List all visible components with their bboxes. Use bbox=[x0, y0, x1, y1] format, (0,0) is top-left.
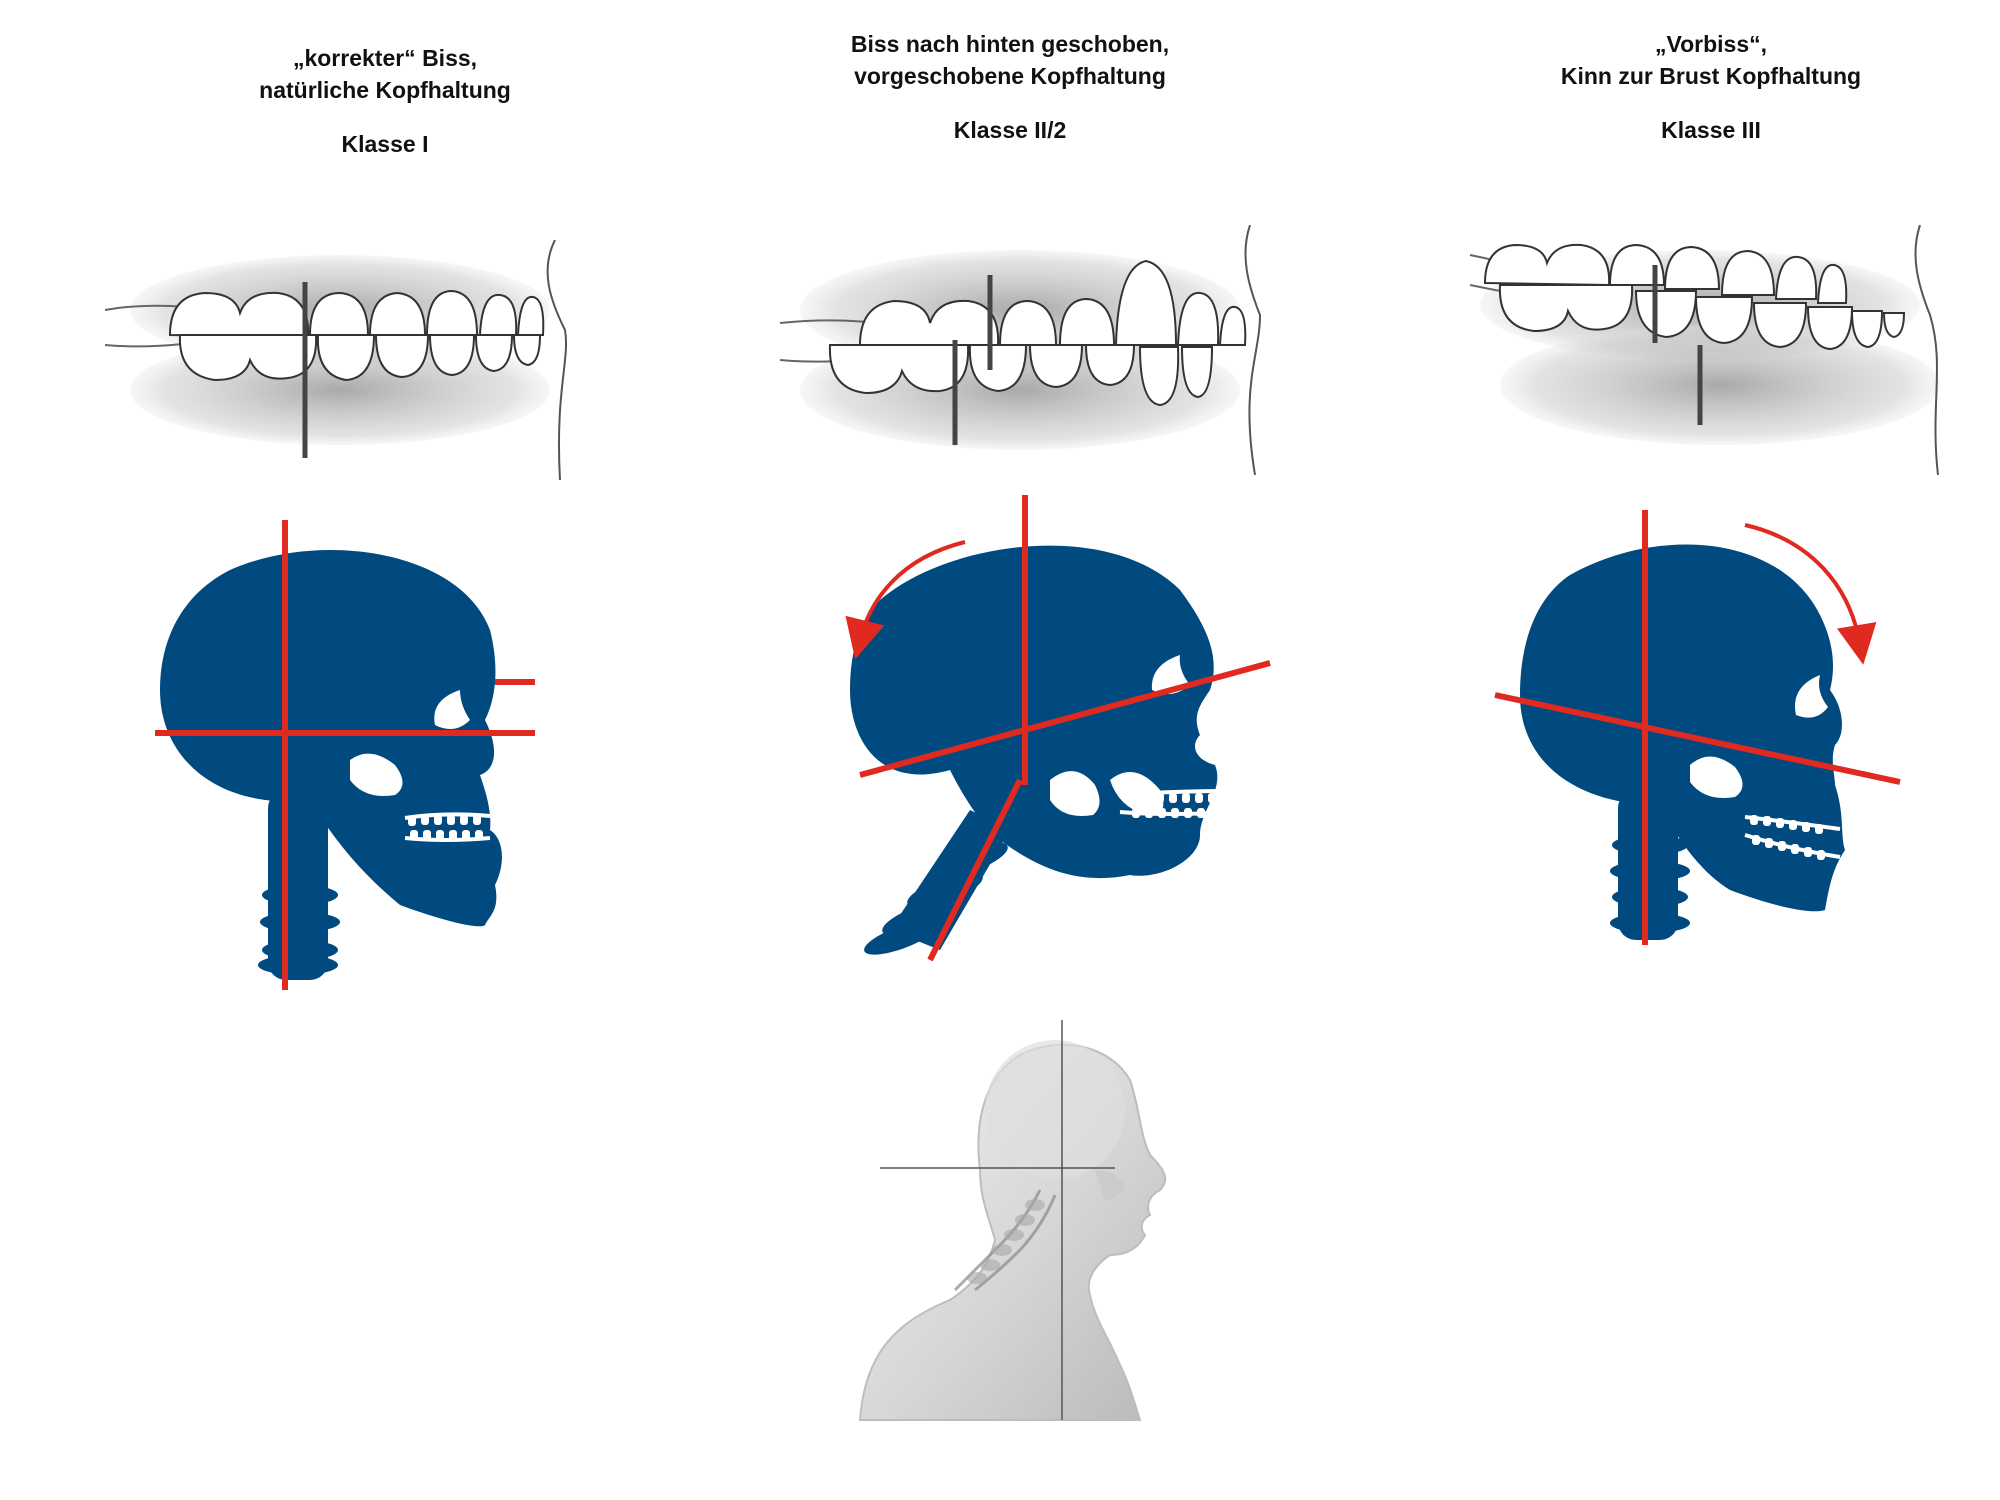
class-label: Klasse III bbox=[1661, 117, 1761, 143]
skull-silhouete-icon bbox=[845, 495, 1271, 962]
title-line-2: vorgeschobene Kopfhaltung bbox=[854, 63, 1166, 89]
posture-illustration bbox=[840, 1020, 1200, 1440]
class-label: Klasse II/2 bbox=[953, 117, 1067, 143]
title-line-1: „korrekter“ Biss, bbox=[292, 45, 478, 71]
teeth-occlusion-illustration-icon bbox=[1469, 225, 1940, 475]
title-line-1: „Vorbiss“, bbox=[1654, 31, 1768, 57]
posture-bust-illustration-icon bbox=[858, 1020, 1167, 1421]
skull-silhouette-icon bbox=[155, 520, 535, 990]
column-title-class-1: „korrekter“ Biss, natürliche Kopfhaltung… bbox=[105, 42, 665, 160]
title-line-1: Biss nach hinten geschoben, bbox=[850, 31, 1170, 57]
column-title-class-3: „Vorbiss“, Kinn zur Brust Kopfhaltung Kl… bbox=[1431, 28, 1991, 146]
skull-silhouette-icon bbox=[1494, 510, 1901, 945]
skull-panel-class-2 bbox=[820, 490, 1300, 970]
skull-panel-class-3 bbox=[1490, 505, 1910, 955]
teeth-occlusion-illustration-icon bbox=[104, 240, 568, 480]
title-line-2: Kinn zur Brust Kopfhaltung bbox=[1560, 63, 1862, 89]
column-title-class-2: Biss nach hinten geschoben, vorgeschoben… bbox=[730, 28, 1290, 146]
class-label: Klasse I bbox=[341, 131, 429, 157]
teeth-panel-class-2 bbox=[770, 225, 1290, 475]
teeth-panel-class-3 bbox=[1460, 225, 1960, 475]
skull-panel-class-1 bbox=[140, 510, 560, 1000]
title-line-2: natürliche Kopfhaltung bbox=[259, 77, 511, 103]
teeth-occlusion-illustration-icon bbox=[779, 225, 1262, 475]
teeth-panel-class-1 bbox=[100, 240, 580, 480]
